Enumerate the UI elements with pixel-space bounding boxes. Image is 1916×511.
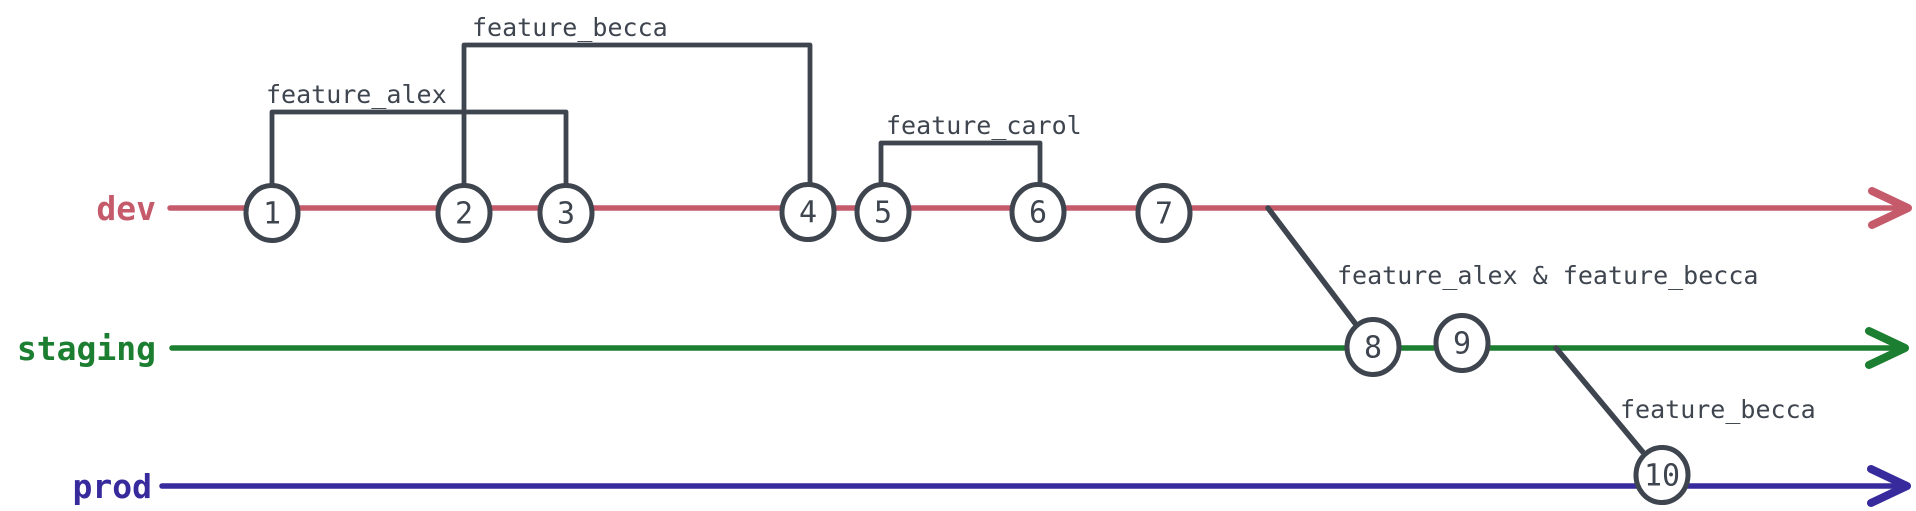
commit-node-10: 10 bbox=[1633, 445, 1691, 505]
commit-circle-3 bbox=[537, 183, 595, 243]
branch-arrow-prod bbox=[1867, 465, 1911, 507]
commit-node-6: 6 bbox=[1009, 182, 1067, 242]
commit-node-8: 8 bbox=[1344, 317, 1402, 377]
commit-number-4: 4 bbox=[799, 196, 817, 231]
feature-bracket-feature_carol bbox=[878, 140, 1043, 186]
commit-number-2: 2 bbox=[455, 197, 473, 232]
commit-node-2: 2 bbox=[435, 183, 493, 243]
commit-circle-2 bbox=[435, 183, 493, 243]
feature-bracket-feature_becca bbox=[461, 42, 813, 186]
commit-number-10: 10 bbox=[1644, 459, 1680, 494]
commit-circle-5 bbox=[854, 182, 912, 242]
merge-label-1: feature_alex & feature_becca bbox=[1337, 261, 1758, 290]
merge-label-2: feature_becca bbox=[1620, 395, 1816, 424]
commit-circle-7 bbox=[1135, 183, 1193, 243]
branch-arrow-dev bbox=[1868, 187, 1912, 229]
branch-label-staging: staging bbox=[17, 329, 156, 368]
commit-circle-9 bbox=[1433, 313, 1491, 373]
commit-number-9: 9 bbox=[1453, 327, 1471, 362]
branch-arrow-staging bbox=[1865, 327, 1909, 369]
commit-node-9: 9 bbox=[1433, 313, 1491, 373]
commit-node-7: 7 bbox=[1135, 183, 1193, 243]
commit-number-3: 3 bbox=[557, 197, 575, 232]
feature-bracket-feature_alex bbox=[269, 109, 569, 186]
commit-circle-8 bbox=[1344, 317, 1402, 377]
commit-circle-1 bbox=[243, 183, 301, 243]
commit-circle-10 bbox=[1633, 445, 1691, 505]
commit-number-7: 7 bbox=[1155, 197, 1173, 232]
commit-node-4: 4 bbox=[779, 182, 837, 242]
commit-node-3: 3 bbox=[537, 183, 595, 243]
branch-label-dev: dev bbox=[96, 189, 156, 228]
merge-line-2 bbox=[1553, 345, 1646, 455]
commit-number-6: 6 bbox=[1029, 196, 1047, 231]
commit-number-5: 5 bbox=[874, 196, 892, 231]
commit-node-5: 5 bbox=[854, 182, 912, 242]
commit-circle-4 bbox=[779, 182, 837, 242]
commit-number-8: 8 bbox=[1364, 331, 1382, 366]
commit-circle-6 bbox=[1009, 182, 1067, 242]
commit-node-1: 1 bbox=[243, 183, 301, 243]
branch-label-prod: prod bbox=[73, 467, 152, 506]
feature-bracket-label-feature_becca: feature_becca bbox=[472, 13, 668, 42]
feature-bracket-label-feature_carol: feature_carol bbox=[886, 111, 1082, 140]
commit-number-1: 1 bbox=[263, 197, 281, 232]
feature-bracket-label-feature_alex: feature_alex bbox=[266, 80, 447, 109]
merge-line-1 bbox=[1265, 205, 1358, 326]
